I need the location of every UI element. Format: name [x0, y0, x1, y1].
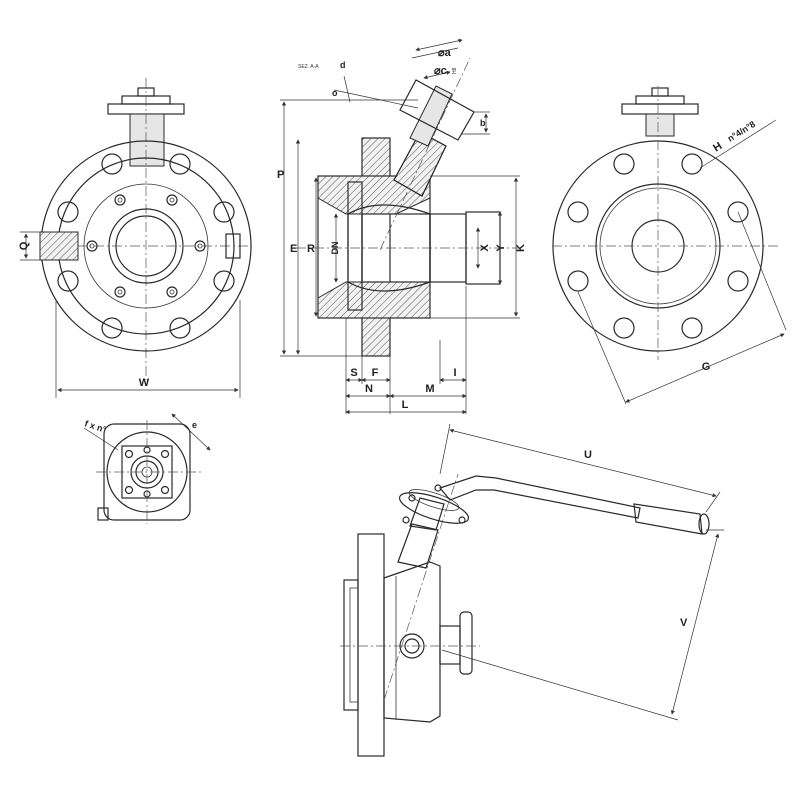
front-view: W Q [18, 78, 252, 398]
dim-p: P [277, 169, 284, 181]
dim-x: X [479, 244, 491, 252]
isometric-view: U V [340, 423, 724, 757]
flange-bolt-holes [57, 153, 235, 339]
dim-phi-c: ⌀c [434, 65, 447, 77]
body-bolts [86, 194, 206, 298]
dim-dn: DN [330, 242, 340, 255]
dim-s: S [350, 367, 357, 379]
dim-h: H [711, 140, 724, 154]
top-view: f x n° e [83, 413, 211, 524]
dim-e-small: e [192, 420, 197, 430]
dim-k: K [515, 244, 527, 252]
side-flange-holes [567, 153, 749, 339]
dim-v: V [680, 617, 688, 629]
dim-f: F [372, 367, 379, 379]
dim-o: o [332, 88, 338, 98]
side-view: H n°4/n°8 G [552, 86, 787, 405]
stem-assembly [379, 57, 475, 251]
dim-m: M [425, 383, 434, 395]
section-note: SEZ. A-A [298, 64, 319, 70]
dim-y: Y [495, 244, 507, 252]
dim-bolts: f x n° [83, 418, 107, 434]
dim-g: G [702, 361, 711, 373]
dim-q: Q [18, 241, 30, 250]
dim-d: d [340, 60, 346, 70]
dim-i: I [453, 367, 456, 379]
dim-c-tolerance: H8 [452, 67, 458, 74]
dim-n: N [365, 383, 373, 395]
dim-phi-a: ⌀a [438, 47, 452, 59]
dim-r: R [307, 243, 315, 255]
dim-u: U [584, 449, 592, 461]
dim-holes: n°4/n°8 [726, 119, 757, 144]
dim-w: W [139, 377, 150, 389]
dim-b: b [480, 118, 486, 128]
dim-l: L [402, 399, 409, 411]
dim-e: E [290, 243, 297, 255]
section-view: SEZ. A-A P E [277, 38, 527, 415]
